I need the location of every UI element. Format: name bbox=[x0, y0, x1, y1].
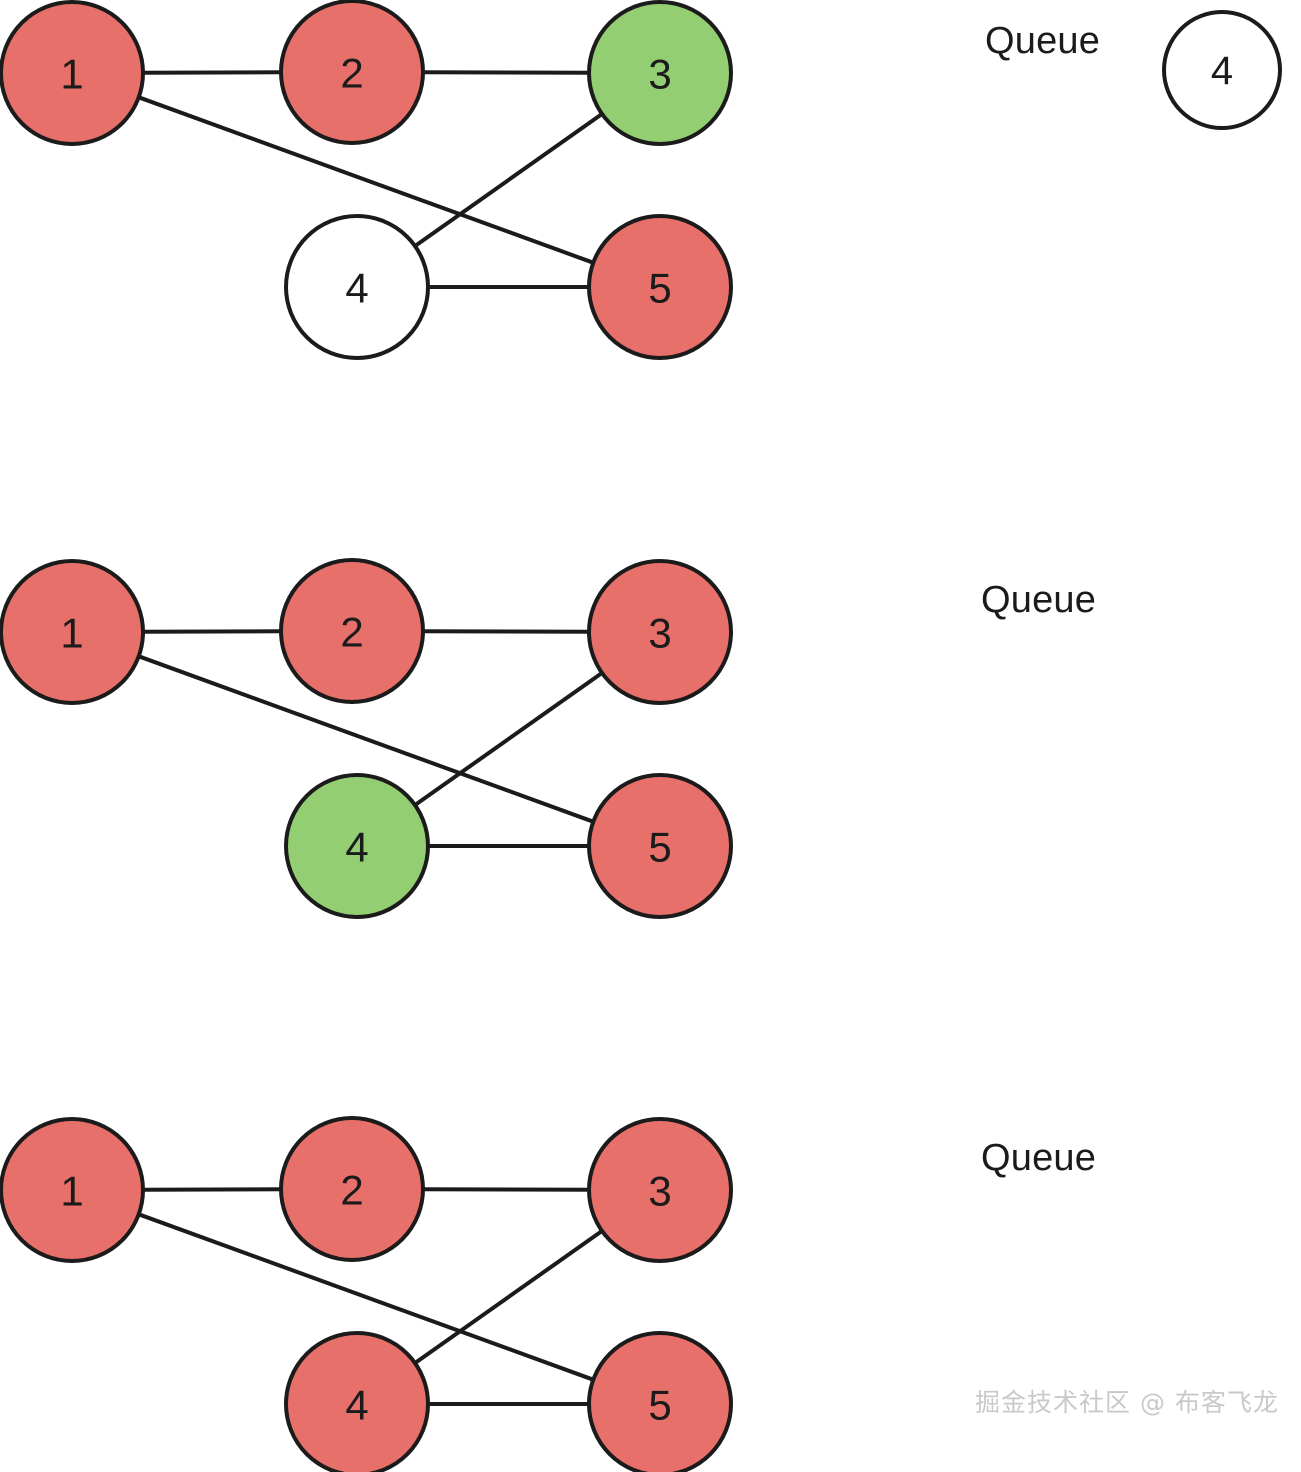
node-circle-4 bbox=[284, 214, 430, 360]
graph-panel-step-2: 1 2 3 4 5 Queue bbox=[0, 558, 1301, 999]
node-label-3: 3 bbox=[648, 610, 671, 657]
node-circle-5 bbox=[587, 214, 733, 360]
graph-canvas: 1 2 3 4 5 bbox=[0, 1116, 733, 1472]
node-circle-4 bbox=[284, 1331, 430, 1472]
edge-group bbox=[137, 1187, 604, 1406]
node-circle-1 bbox=[0, 0, 145, 146]
graph-node-1[interactable]: 1 bbox=[0, 559, 145, 705]
graph-edge-2-3 bbox=[421, 1187, 591, 1192]
watermark: 掘金技术社区 @ 布客飞龙 bbox=[975, 1388, 1279, 1417]
node-label-5: 5 bbox=[648, 265, 671, 312]
graph-node-3[interactable]: 3 bbox=[587, 559, 733, 705]
node-label-2: 2 bbox=[340, 50, 363, 97]
graph-edge-3-4 bbox=[413, 670, 604, 808]
queue-label: Queue bbox=[981, 579, 1097, 621]
graph-edge-2-3 bbox=[421, 70, 591, 75]
graph-node-2[interactable]: 2 bbox=[279, 558, 425, 704]
node-circle-2 bbox=[279, 558, 425, 704]
graph-node-4[interactable]: 4 bbox=[284, 214, 430, 360]
node-label-3: 3 bbox=[648, 1168, 671, 1215]
node-circle-3 bbox=[587, 0, 733, 146]
graph-node-1[interactable]: 1 bbox=[0, 1117, 145, 1263]
node-group: 1 2 3 4 5 bbox=[0, 1116, 733, 1472]
graph-edge-2-3 bbox=[421, 629, 591, 634]
graph-node-5[interactable]: 5 bbox=[587, 773, 733, 919]
graph-canvas: 1 2 3 4 5 bbox=[0, 558, 733, 919]
node-label-4: 4 bbox=[345, 1382, 368, 1429]
queue-label: Queue bbox=[981, 1137, 1097, 1179]
graph-node-3[interactable]: 3 bbox=[587, 0, 733, 146]
graph-node-3[interactable]: 3 bbox=[587, 1117, 733, 1263]
graph-node-2[interactable]: 2 bbox=[279, 0, 425, 145]
graph-node-4[interactable]: 4 bbox=[284, 1331, 430, 1472]
queue-node-label: 4 bbox=[1211, 49, 1233, 93]
node-label-5: 5 bbox=[648, 824, 671, 871]
graph-canvas: 1 2 3 4 5 bbox=[0, 0, 733, 360]
node-label-2: 2 bbox=[340, 609, 363, 656]
node-label-5: 5 bbox=[648, 1382, 671, 1429]
node-label-1: 1 bbox=[60, 51, 83, 98]
node-circle-1 bbox=[0, 1117, 145, 1263]
node-group: 1 2 3 4 5 bbox=[0, 0, 733, 360]
node-label-4: 4 bbox=[345, 824, 368, 871]
node-label-1: 1 bbox=[60, 610, 83, 657]
graph-panel-step-3: 1 2 3 4 5 Queue bbox=[0, 1116, 1301, 1472]
node-circle-4 bbox=[284, 773, 430, 919]
node-circle-3 bbox=[587, 559, 733, 705]
graph-edge-1-5 bbox=[137, 654, 595, 824]
graph-node-5[interactable]: 5 bbox=[587, 1331, 733, 1472]
graph-edge-1-5 bbox=[137, 95, 595, 265]
queue-canvas: 4 bbox=[1162, 10, 1282, 130]
graph-edge-1-2 bbox=[141, 70, 283, 75]
graph-edge-3-4 bbox=[413, 111, 604, 249]
node-label-4: 4 bbox=[345, 265, 368, 312]
node-label-2: 2 bbox=[340, 1167, 363, 1214]
queue-item-0[interactable]: 4 bbox=[1162, 10, 1282, 130]
edge-group bbox=[137, 70, 604, 289]
queue-label: Queue bbox=[985, 20, 1101, 62]
graph-edge-1-2 bbox=[141, 1187, 283, 1192]
graph-panel-step-1: 1 2 3 4 5 Queue 4 bbox=[0, 0, 1301, 440]
graph-node-2[interactable]: 2 bbox=[279, 1116, 425, 1262]
node-circle-1 bbox=[0, 559, 145, 705]
graph-edge-3-4 bbox=[413, 1228, 604, 1366]
node-circle-5 bbox=[587, 1331, 733, 1472]
edge-group bbox=[137, 629, 604, 848]
queue-node-circle bbox=[1162, 10, 1282, 130]
graph-edge-1-5 bbox=[137, 1212, 595, 1382]
graph-edge-1-2 bbox=[141, 629, 283, 634]
node-circle-5 bbox=[587, 773, 733, 919]
graph-node-4[interactable]: 4 bbox=[284, 773, 430, 919]
node-label-3: 3 bbox=[648, 51, 671, 98]
node-group: 1 2 3 4 5 bbox=[0, 558, 733, 919]
graph-node-5[interactable]: 5 bbox=[587, 214, 733, 360]
node-label-1: 1 bbox=[60, 1168, 83, 1215]
node-circle-2 bbox=[279, 0, 425, 145]
node-circle-2 bbox=[279, 1116, 425, 1262]
node-circle-3 bbox=[587, 1117, 733, 1263]
graph-node-1[interactable]: 1 bbox=[0, 0, 145, 146]
